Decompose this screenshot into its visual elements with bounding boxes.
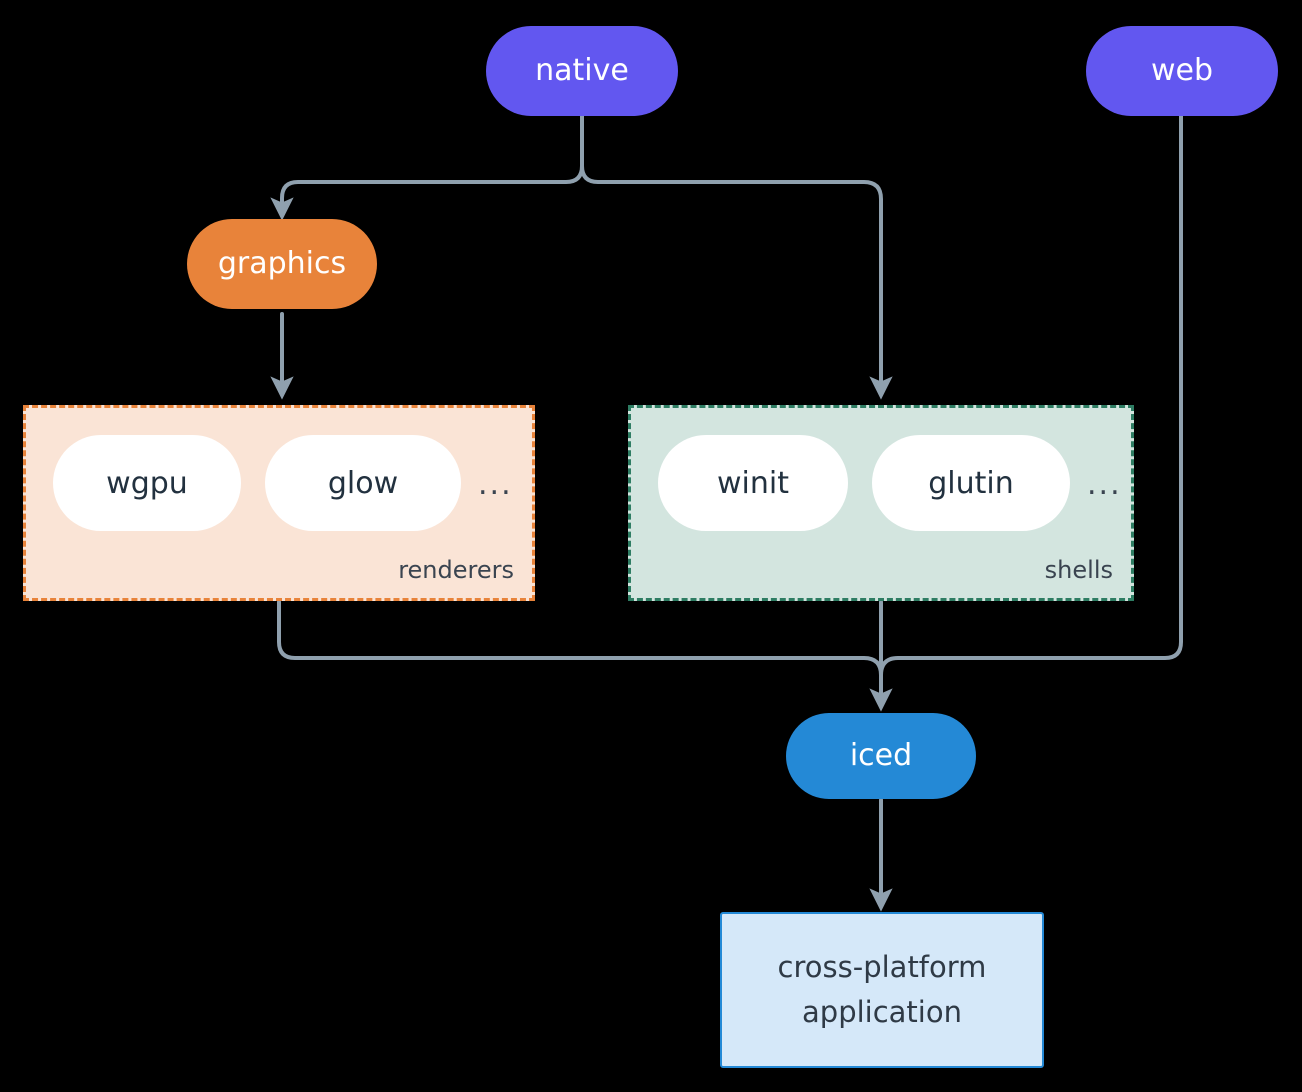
node-graphics[interactable]: graphics [187, 219, 377, 309]
leaf-glutin[interactable]: glutin [872, 435, 1070, 531]
edge-renderers-to-iced [277, 600, 893, 712]
shells-ellipsis: ... [1087, 467, 1122, 502]
group-renderers-label: renderers [398, 556, 514, 584]
group-renderers: wgpu glow ... renderers [23, 405, 535, 601]
leaf-glow[interactable]: glow [265, 435, 461, 531]
edge-native-trunk [580, 112, 893, 400]
leaf-wgpu-label: wgpu [106, 465, 188, 501]
node-graphics-label: graphics [217, 246, 347, 282]
node-web[interactable]: web [1086, 26, 1278, 116]
leaf-wgpu[interactable]: wgpu [53, 435, 241, 531]
leaf-winit-label: winit [717, 465, 789, 501]
node-native-label: native [535, 53, 629, 89]
node-application-line2: application [802, 995, 962, 1029]
edge-native-to-graphics [270, 164, 584, 221]
leaf-glow-label: glow [327, 465, 399, 501]
renderers-ellipsis: ... [478, 467, 513, 502]
node-application-line1: cross-platform [777, 950, 987, 985]
leaf-glutin-label: glutin [928, 465, 1014, 501]
leaf-winit[interactable]: winit [658, 435, 848, 531]
node-iced[interactable]: iced [786, 713, 976, 799]
group-shells: winit glutin ... shells [628, 405, 1134, 601]
node-native[interactable]: native [486, 26, 678, 116]
node-application[interactable]: cross-platform application [720, 912, 1044, 1068]
group-shells-label: shells [1044, 556, 1113, 584]
node-iced-label: iced [849, 738, 913, 774]
node-web-label: web [1150, 53, 1214, 89]
